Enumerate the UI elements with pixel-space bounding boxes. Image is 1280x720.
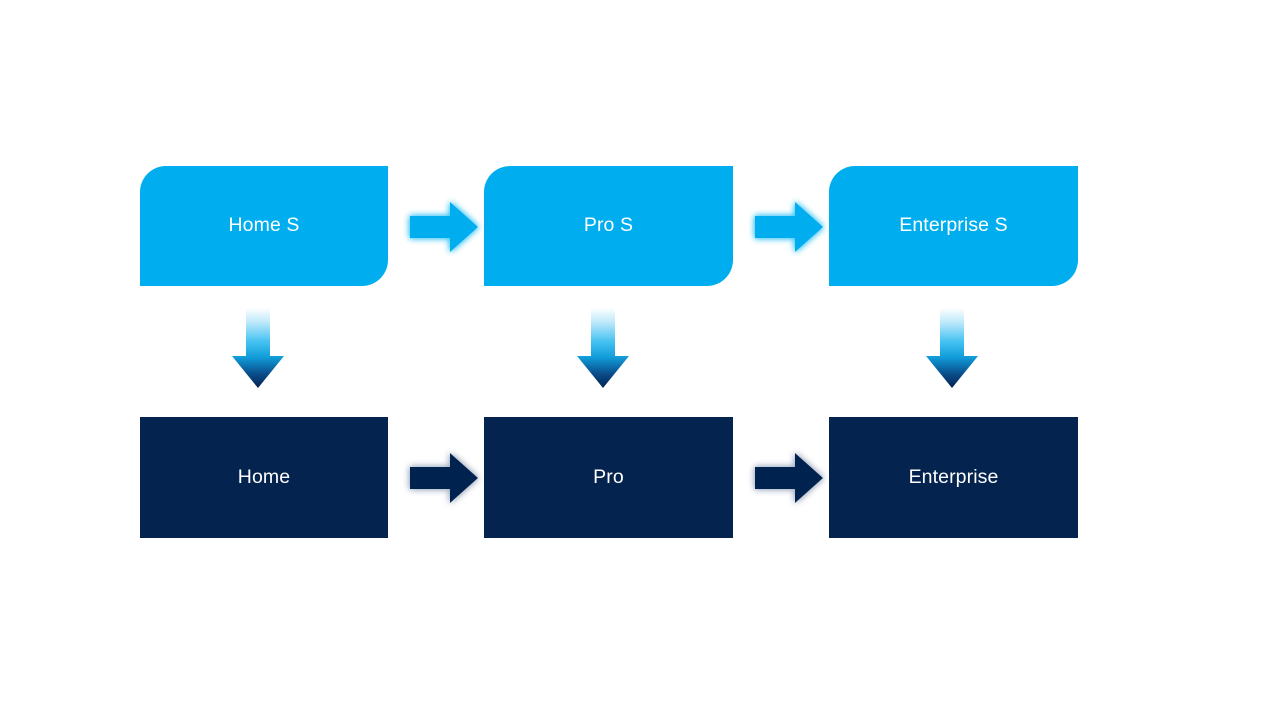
node-label: Pro (593, 465, 624, 488)
node-pro-s[interactable]: Pro S (484, 166, 733, 286)
node-label: Home S (228, 214, 300, 237)
arrow-right-icon-home-s-to-pro-s (402, 196, 484, 258)
node-enterprise-s[interactable]: Enterprise S (829, 166, 1078, 286)
node-label: Pro S (583, 214, 634, 237)
node-label: Enterprise (908, 465, 999, 488)
node-enterprise[interactable]: Enterprise (829, 417, 1078, 538)
arrow-right-icon-home-to-pro (402, 447, 484, 509)
node-home[interactable]: Home (140, 417, 388, 538)
arrow-down-icon-home-s-to-home (229, 308, 287, 390)
node-label: Enterprise S (899, 214, 1008, 237)
node-home-s[interactable]: Home S (140, 166, 388, 286)
node-label: Home (237, 465, 291, 488)
arrow-right-icon-pro-s-to-enterprise-s (747, 196, 829, 258)
arrow-down-icon-pro-s-to-pro (574, 308, 632, 390)
arrow-right-icon-pro-to-enterprise (747, 447, 829, 509)
arrow-down-icon-enterprise-s-to-enterprise (923, 308, 981, 390)
node-pro[interactable]: Pro (484, 417, 733, 538)
